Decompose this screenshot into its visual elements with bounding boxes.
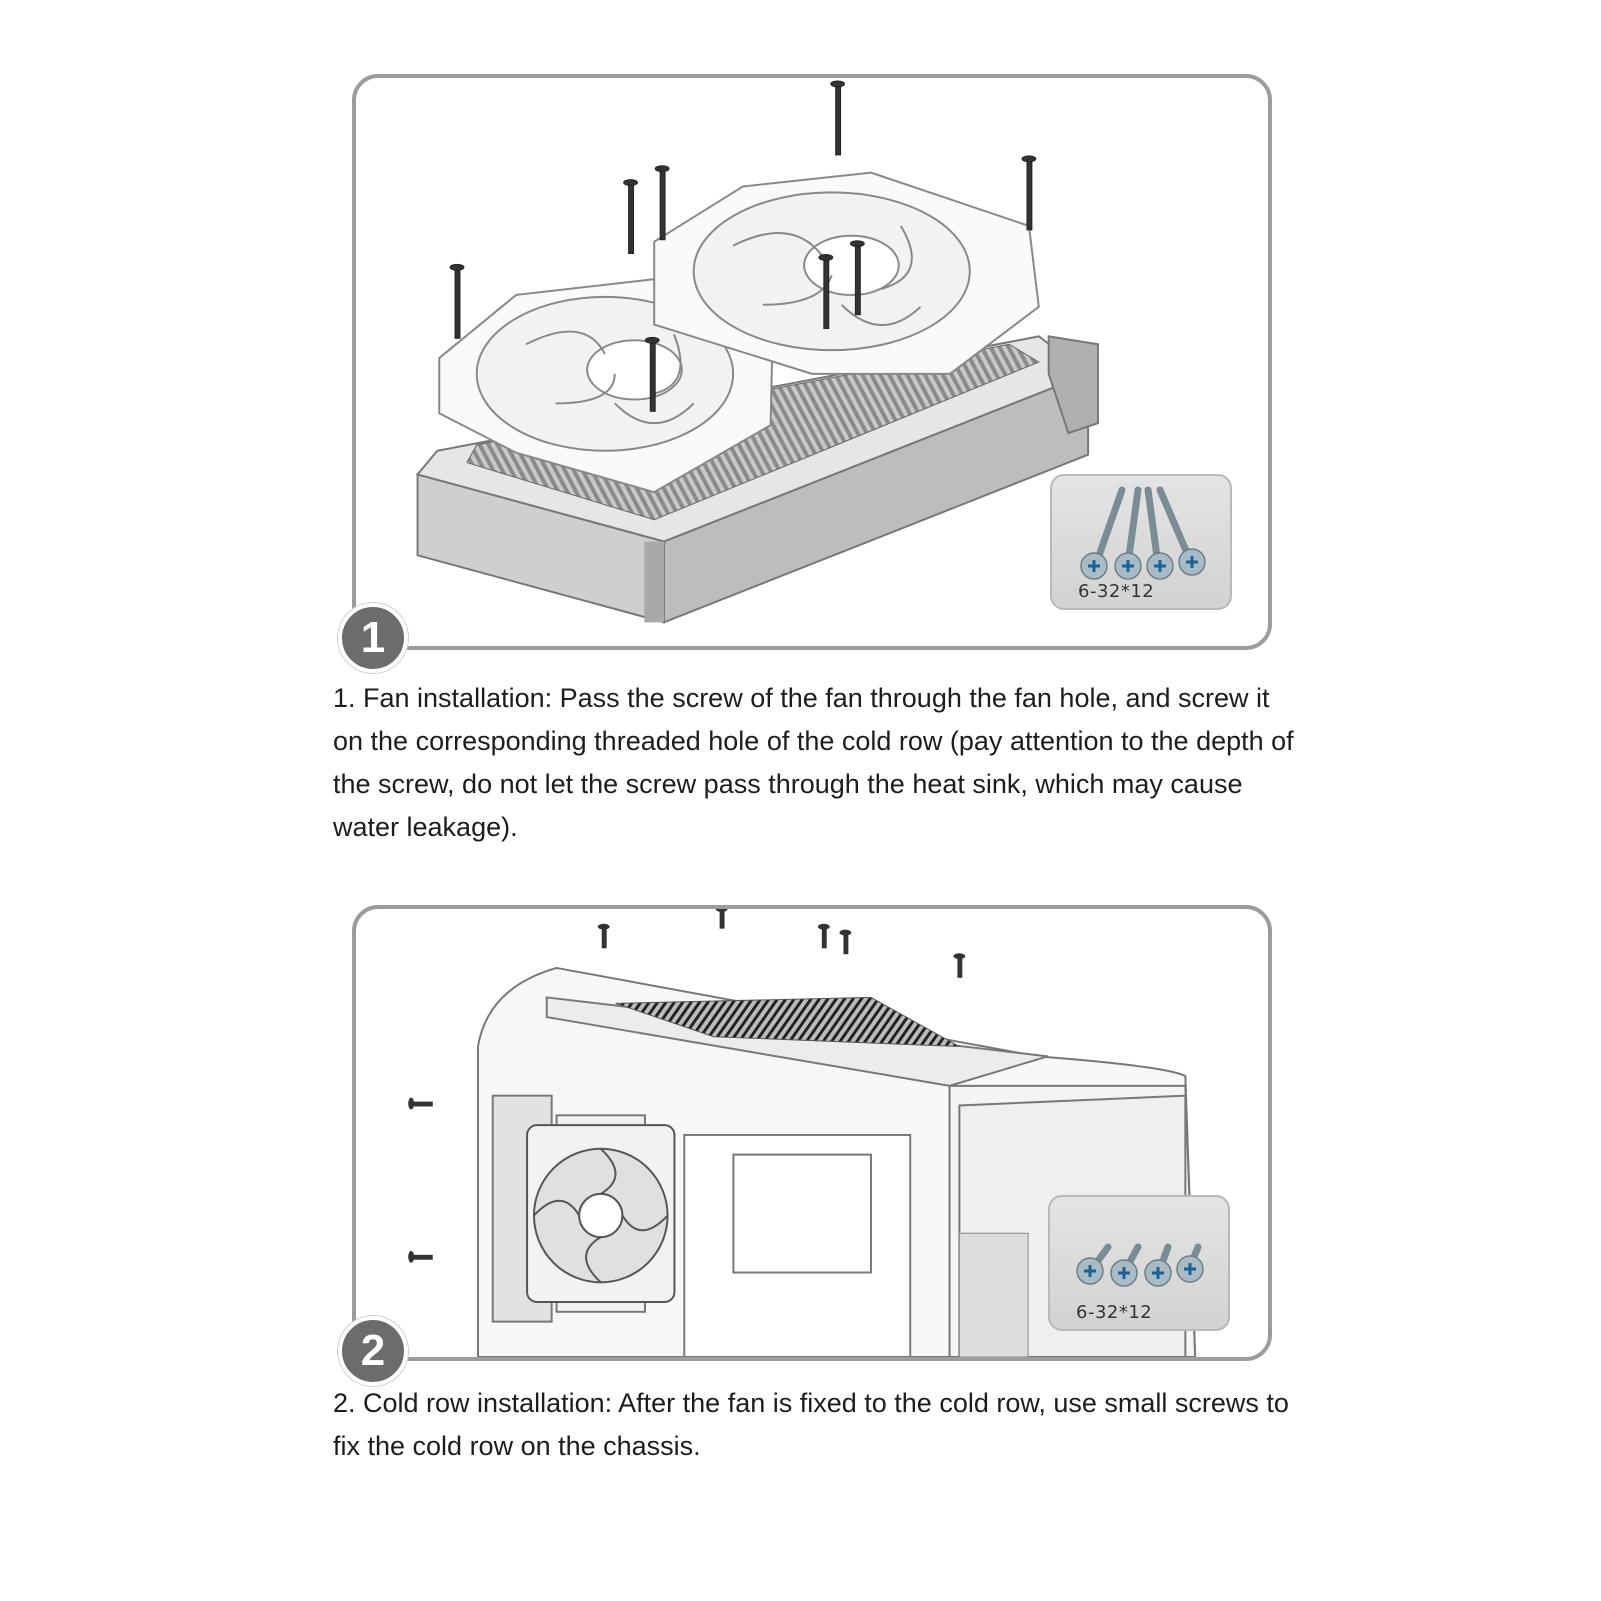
screw-icon	[408, 909, 966, 1263]
fan-icon	[526, 1124, 676, 1303]
screw-spec-label: 6-32*12	[1076, 1302, 1153, 1323]
screw-icon	[1076, 1243, 1204, 1287]
radiator-icon	[615, 996, 960, 1048]
screw-icon	[449, 80, 1037, 412]
fan-radiator-illustration	[415, 80, 1099, 624]
screw-spec-inset: 6-32*12	[1048, 1195, 1230, 1331]
step-1-illustration-panel: 6-32*12	[352, 74, 1272, 650]
screw-icon	[1080, 486, 1206, 580]
step-2-caption: 2. Cold row installation: After the fan …	[333, 1388, 1289, 1461]
step-2-badge: 2	[338, 1316, 408, 1386]
step-1-caption: 1. Fan installation: Pass the screw of t…	[333, 683, 1294, 842]
screw-spec-inset: 6-32*12	[1050, 474, 1232, 610]
step-1-badge: 1	[338, 603, 408, 673]
screw-spec-label: 6-32*12	[1078, 581, 1155, 602]
fan-icon	[653, 171, 1040, 375]
step-2-illustration-panel: 6-32*12	[352, 905, 1272, 1361]
